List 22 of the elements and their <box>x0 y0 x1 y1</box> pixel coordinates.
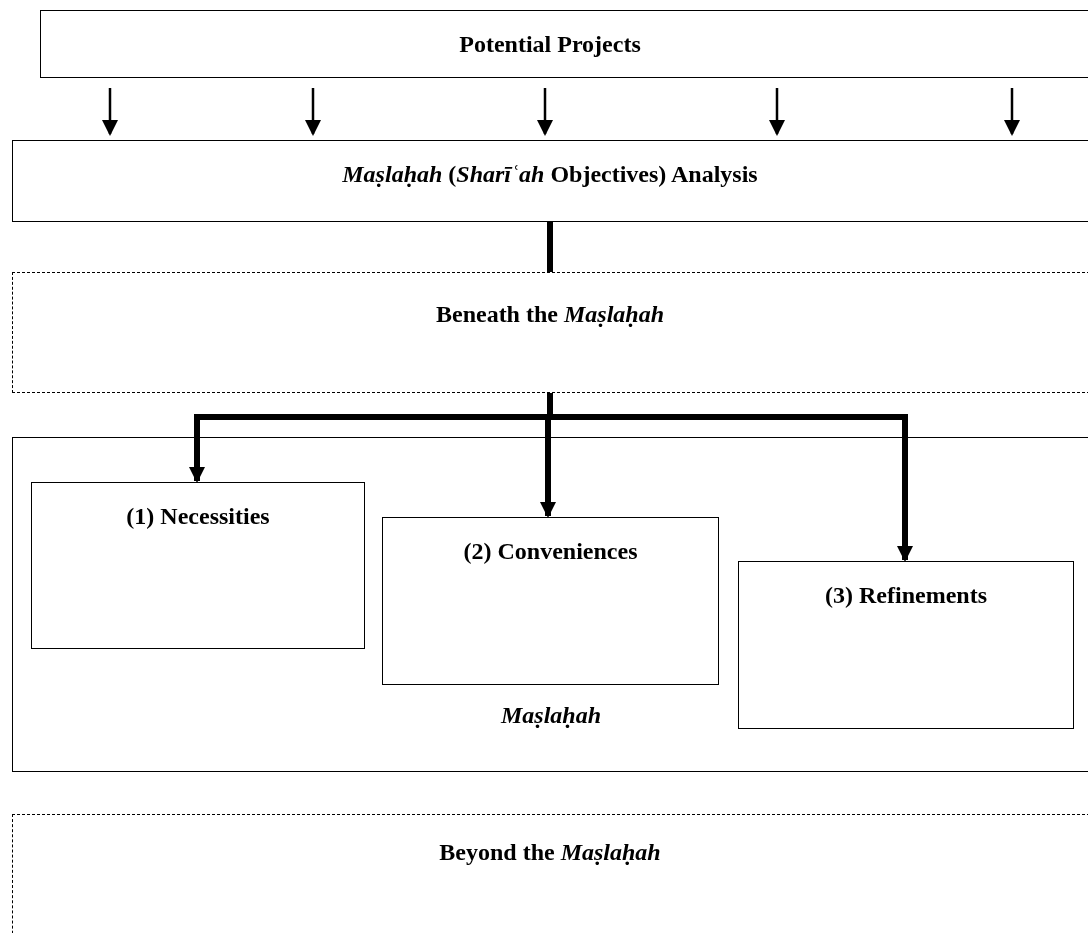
process-box <box>12 437 1088 772</box>
process-box <box>40 10 1088 78</box>
process-box <box>738 561 1074 729</box>
node-label: (1) Necessities <box>126 503 270 529</box>
dashed-box <box>12 272 1088 393</box>
node-label: Beyond the Maṣlaḥah <box>439 839 661 865</box>
arrow <box>102 88 118 136</box>
arrow <box>547 393 913 562</box>
node-label: Potential Projects <box>459 31 641 57</box>
node-label: (3) Refinements <box>825 582 987 608</box>
process-box <box>31 482 365 649</box>
dashed-box <box>12 814 1088 933</box>
process-box <box>382 517 719 685</box>
arrow <box>537 88 553 136</box>
arrow <box>1004 88 1020 136</box>
node-label: Maṣlaḥah <box>500 702 601 728</box>
process-box <box>12 140 1088 222</box>
node-label: Maṣlaḥah (Sharīʿah Objectives) Analysis <box>342 161 758 187</box>
node-label: Beneath the Maṣlaḥah <box>435 301 664 327</box>
node-label: (2) Conveniences <box>463 538 638 564</box>
arrow <box>769 88 785 136</box>
arrow <box>305 88 321 136</box>
